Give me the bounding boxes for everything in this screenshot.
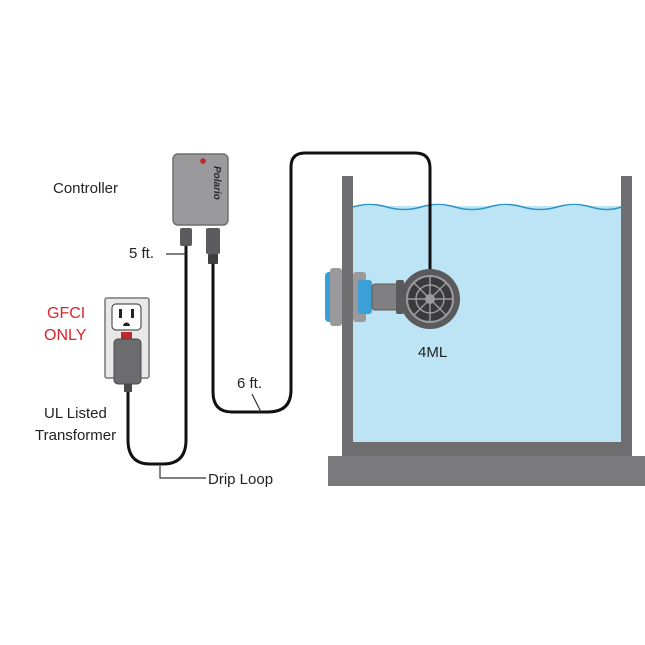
labels: Controller 5 ft. GFCI ONLY 6 ft. UL List… xyxy=(35,180,447,488)
transformer-cord-strain-relief xyxy=(124,384,132,392)
controller-body xyxy=(172,153,229,226)
pump-4ml-label: 4ML xyxy=(418,344,447,361)
controller-connector-right-plug xyxy=(208,254,218,264)
outlet-ground-hole xyxy=(123,322,130,326)
controller: Polario xyxy=(172,153,229,264)
controller-brand-text: Polario xyxy=(211,166,222,200)
controller-indicator-light xyxy=(200,158,206,164)
six-ft-leader xyxy=(251,393,262,413)
controller-connector-left xyxy=(180,228,192,246)
six-ft-label: 6 ft. xyxy=(237,375,262,392)
ul-listed-label-line2: Transformer xyxy=(35,427,116,444)
aquarium-bottom xyxy=(342,442,632,456)
transformer-body xyxy=(113,338,142,385)
controller-cable xyxy=(126,244,188,466)
aquarium-left-wall xyxy=(342,176,353,456)
inner-magnet-blue-band xyxy=(358,280,372,314)
five-ft-label: 5 ft. xyxy=(129,245,154,262)
water-surface-line xyxy=(352,203,622,211)
cords xyxy=(126,151,432,466)
gfci-label-line2: ONLY xyxy=(44,327,87,344)
aquarium-right-wall xyxy=(621,176,632,456)
pump-hub xyxy=(425,294,435,304)
outlet-slot-right xyxy=(131,309,134,318)
outer-magnet-housing xyxy=(330,268,342,326)
ul-listed-transformer xyxy=(113,332,142,392)
controller-connector-right xyxy=(206,228,220,254)
pump-cable xyxy=(211,151,432,414)
controller-label: Controller xyxy=(53,180,118,197)
aquarium-stand xyxy=(328,456,645,486)
transformer-prongs xyxy=(121,332,132,340)
aquarium-water xyxy=(353,206,621,442)
pump-4ml xyxy=(325,268,460,329)
outlet-slot-left xyxy=(119,309,122,318)
gfci-label-line1: GFCI xyxy=(47,305,85,322)
drip-loop-leader xyxy=(159,466,206,479)
drip-loop-label: Drip Loop xyxy=(208,471,273,488)
aquarium xyxy=(328,176,645,486)
ul-listed-label-line1: UL Listed xyxy=(44,405,107,422)
outlet-receptacle xyxy=(111,303,142,331)
leader-lines xyxy=(159,253,262,479)
